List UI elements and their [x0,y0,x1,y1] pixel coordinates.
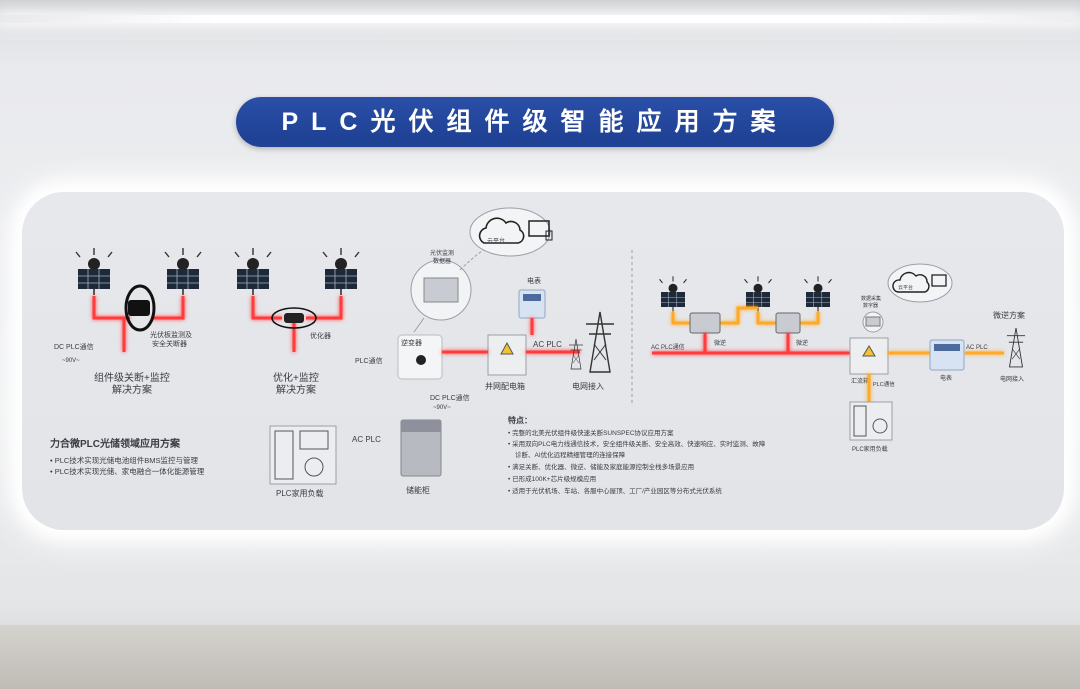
ac-plc2-right-label: AC PLC [966,345,988,351]
ac-wires-right [867,351,1004,405]
data-collector-right-label: 数据采集数字器 [861,295,881,309]
title-banner: PLC光伏组件级智能应用方案 [236,97,834,147]
dc-plc-label: DC PLC通信 [54,342,94,351]
dc-plc-storage-label: DC PLC通信 [430,393,470,402]
inverter-icon [397,334,443,380]
home-appliance-group-icon [269,425,337,485]
solar-panel-icon [803,275,833,313]
solar-panel-icon [743,275,773,313]
solar-panel-icon [658,275,688,313]
storage-label: 储能柜 [406,485,430,495]
solar-panel-icon [164,247,202,296]
bottom-left-bullet: • PLC技术实现光储电池组件BMS监控与管理 [50,455,199,465]
appliance-label: PLC家用负载 [276,488,324,498]
grid-access-label: 电网接入 [572,381,604,391]
storage-ac-plc-label: AC PLC [352,435,381,444]
meter-right-label: 电表 [940,374,952,382]
home-appliance-right-icon [849,401,893,441]
tablet-icon [545,230,553,241]
cloud-icon [478,217,525,244]
bottom-left-heading: 力合微PLC光储领域应用方案 [50,437,181,450]
micro1-label: 微逆 [714,339,726,347]
plc-comm-label: PLC通信 [355,356,383,365]
cloud-label: 云平台 [487,237,505,245]
grid-tower-icon [585,311,615,373]
display-panel [22,192,1064,530]
grid-box-label: 并网配电箱 [485,381,525,391]
monitor-icon [528,220,550,237]
ac-bus-right [652,333,850,355]
solar-panel-icon [75,247,113,296]
plc-comm-right-label: PLC通信 [873,380,895,388]
solution2-label: 优化+监控解决方案 [273,371,319,396]
meter-label: 电表 [527,276,541,285]
feature-bullet: • 已形成100K+芯片级规模应用 [508,474,596,483]
banner-title: PLC光伏组件级智能应用方案 [281,108,789,136]
grid-tower-small-icon [568,338,584,370]
distribution-label: 汇流箱 [851,377,869,385]
optimizer-icon [271,307,317,329]
feature-bullet: • 适用于光伏机场、车站、各服中心屋顶、工厂/产业园区等分布式光伏系统 [508,486,722,495]
collector-label: 光伏监测数据器 [430,249,454,265]
feature-bullet: • 采用双向PLC电力线通信技术，安全组件级关断、安全高效、快速响应、实时监测、… [508,439,766,448]
monitor-label: 光伏板监测及安全关断器 [150,330,192,348]
ac-plc-right-label: AC PLC通信 [651,343,685,351]
distribution-box-right-icon [849,337,889,375]
cloud-right-label: 云平台 [898,284,913,291]
cloud-bubble [469,207,553,257]
features-heading: 特点： [508,415,532,425]
grid-access-right-label: 电网接入 [1000,375,1024,383]
data-collector-bubble [410,259,472,333]
ac-plc-label: AC PLC [533,340,562,349]
feature-bullet: • 完整的北美光伏组件级快速关断SUNSPEC协议应用方案 [508,428,674,437]
solar-panel-icon [322,247,360,296]
micro-inverter-icon [775,312,801,334]
feature-bullet-cont: 诊断、AI优化远程精细管理的连接保障 [515,450,626,459]
storage-cabinet-icon [400,419,442,477]
inverter-label: 逆变器 [401,338,422,347]
feature-bullet: • 满足关断、优化器、微逆、储能及家庭能源控制全栈多场景应用 [508,462,694,471]
grid-tower-right-icon [1006,327,1026,368]
cloud-bubble-right [887,263,953,303]
ac-wires-left [442,318,580,354]
bottom-left-bullet: • PLC技术实现光储、家电融合一体化能源管理 [50,466,205,476]
grid-distribution-box-icon [487,334,527,376]
dc-wires-right [671,306,820,325]
meter-right-icon [929,339,965,371]
optimizer-label: 优化器 [310,331,331,340]
data-collector-right-icon [862,311,884,333]
shutdown-device-icon [124,284,156,332]
monitor-icon [931,274,947,287]
cloud-icon [892,271,930,293]
appliance-right-label: PLC家用负载 [852,445,888,453]
micro-inverter-icon [689,312,721,334]
solar-panel-icon [234,247,272,296]
ceiling-light-strip [0,15,1080,23]
micro2-label: 微逆 [796,339,808,347]
voltage-mark: ~90V~ [433,405,451,411]
solution1-label: 组件级关断+监控解决方案 [94,371,170,396]
floor [0,625,1080,689]
micro-solution-label: 微逆方案 [993,310,1025,320]
voltage-mark: ~90V~ [62,358,80,364]
meter-icon [518,289,546,319]
